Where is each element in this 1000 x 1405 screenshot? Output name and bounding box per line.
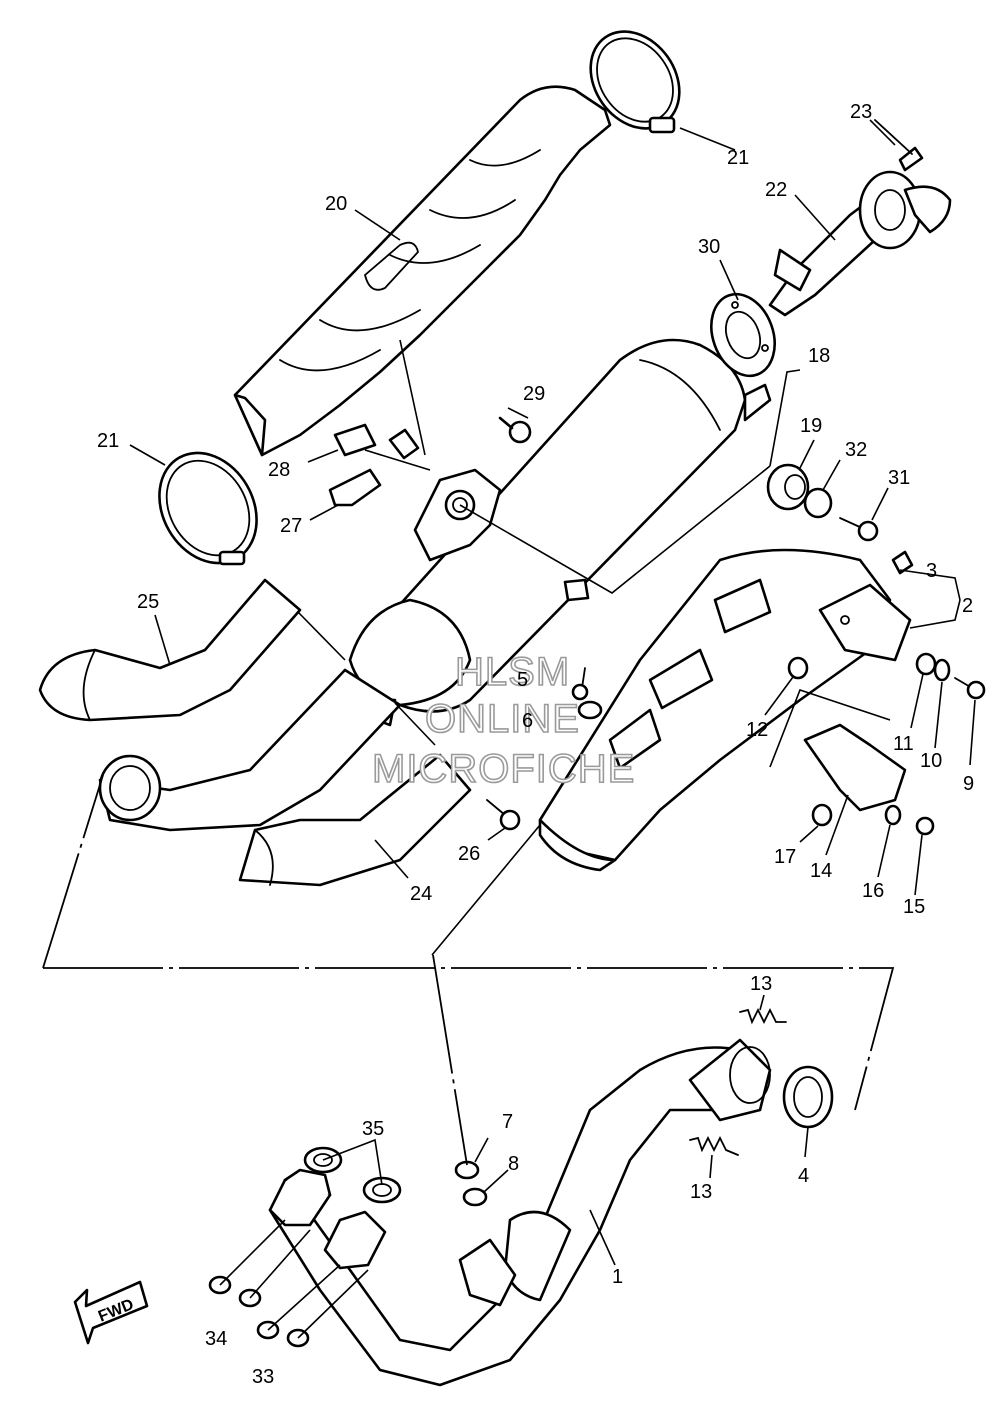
watermark-line1: HLSM [455,650,570,694]
callout-15[interactable]: 15 [903,896,925,918]
callout-16[interactable]: 16 [862,880,884,902]
collar-12[interactable] [787,656,809,680]
callout-6[interactable]: 6 [522,710,533,732]
gasket-35[interactable] [303,1146,402,1204]
pipe-cover-25[interactable] [38,578,302,722]
callout-14[interactable]: 14 [810,860,832,882]
watermark-line2: ONLINE [425,697,580,741]
callout-23[interactable]: 23 [850,101,872,123]
muffler[interactable] [343,338,772,727]
spring-13-bottom[interactable] [689,1135,739,1156]
callout-3[interactable]: 3 [926,560,937,582]
callout-30[interactable]: 30 [698,236,720,258]
callout-8[interactable]: 8 [508,1153,519,1175]
damper-28[interactable] [333,423,377,457]
exhaust-inlet-left [268,1168,332,1227]
callout-2[interactable]: 2 [962,595,973,617]
nut-3[interactable] [891,550,914,575]
washer-8[interactable] [462,1187,488,1207]
callout-20[interactable]: 20 [325,193,347,215]
callout-labels: 1 2 3 4 5 6 7 8 9 10 11 12 13 13 14 15 1… [97,101,974,1388]
callout-28[interactable]: 28 [268,459,290,481]
bolt-23[interactable] [874,119,924,172]
washer-10[interactable] [933,658,951,682]
damper-19[interactable] [766,463,810,511]
callout-9[interactable]: 9 [963,773,974,795]
callout-21a[interactable]: 21 [727,147,749,169]
callout-34[interactable]: 34 [205,1328,227,1350]
callout-33[interactable]: 33 [252,1366,274,1388]
collar-32[interactable] [803,487,833,519]
callout-31[interactable]: 31 [888,467,910,489]
pipe-cover-24[interactable] [238,753,472,887]
bolt-15[interactable] [915,816,935,836]
callout-26[interactable]: 26 [458,843,480,865]
bolt-5[interactable] [571,667,589,701]
callout-13a[interactable]: 13 [750,973,772,995]
callout-29[interactable]: 29 [523,383,545,405]
exhaust-pipe-2[interactable] [98,668,402,832]
callout-24[interactable]: 24 [410,883,432,905]
collar-17[interactable] [811,803,833,827]
bracket-27[interactable] [328,428,420,507]
watermark: HLSM ONLINE MICROFICHE [371,649,635,792]
callout-7[interactable]: 7 [502,1111,513,1133]
exhaust-pipe-1[interactable] [268,1038,772,1387]
washer-16[interactable] [884,804,902,826]
heat-shield-20[interactable] [233,85,612,457]
watermark-line3: MICROFICHE [372,747,635,791]
washer-6[interactable] [577,700,603,720]
callout-27[interactable]: 27 [280,515,302,537]
exhaust-inlet-right [323,1210,387,1270]
clamp-band-21-left[interactable] [140,435,276,580]
nut-33[interactable] [256,1320,310,1348]
callout-5[interactable]: 5 [517,669,528,691]
bolt-26[interactable] [486,799,521,831]
callout-4[interactable]: 4 [798,1165,809,1187]
bracket-2[interactable] [818,583,912,662]
callout-32[interactable]: 32 [845,439,867,461]
callout-19[interactable]: 19 [800,415,822,437]
bolt-9[interactable] [954,677,986,700]
callout-10[interactable]: 10 [920,750,942,772]
tail-pipe-22[interactable] [768,170,952,317]
callout-1[interactable]: 1 [612,1266,623,1288]
callout-18[interactable]: 18 [808,345,830,367]
bolt-29[interactable] [498,416,532,444]
callout-22[interactable]: 22 [765,179,787,201]
bolt-31[interactable] [839,517,879,542]
muffler-bracket [413,468,502,562]
spring-13-top[interactable] [739,1007,787,1025]
callout-leaders [129,119,976,1339]
callout-25[interactable]: 25 [137,591,159,613]
callout-35[interactable]: 35 [362,1118,384,1140]
callout-13b[interactable]: 13 [690,1181,712,1203]
callout-12[interactable]: 12 [746,719,768,741]
protector-14[interactable] [803,723,907,812]
assembly-lines [42,339,895,1166]
nut-34[interactable] [208,1275,262,1308]
callout-21b[interactable]: 21 [97,430,119,452]
gasket-4[interactable] [782,1065,834,1129]
callout-17[interactable]: 17 [774,846,796,868]
gasket-30[interactable] [700,285,785,384]
callout-11[interactable]: 11 [893,733,914,755]
clamp-band-21-top[interactable] [572,14,697,145]
exhaust-protector[interactable] [538,548,892,872]
collar-11[interactable] [915,652,937,676]
fwd-arrow: FWD [73,1280,149,1345]
